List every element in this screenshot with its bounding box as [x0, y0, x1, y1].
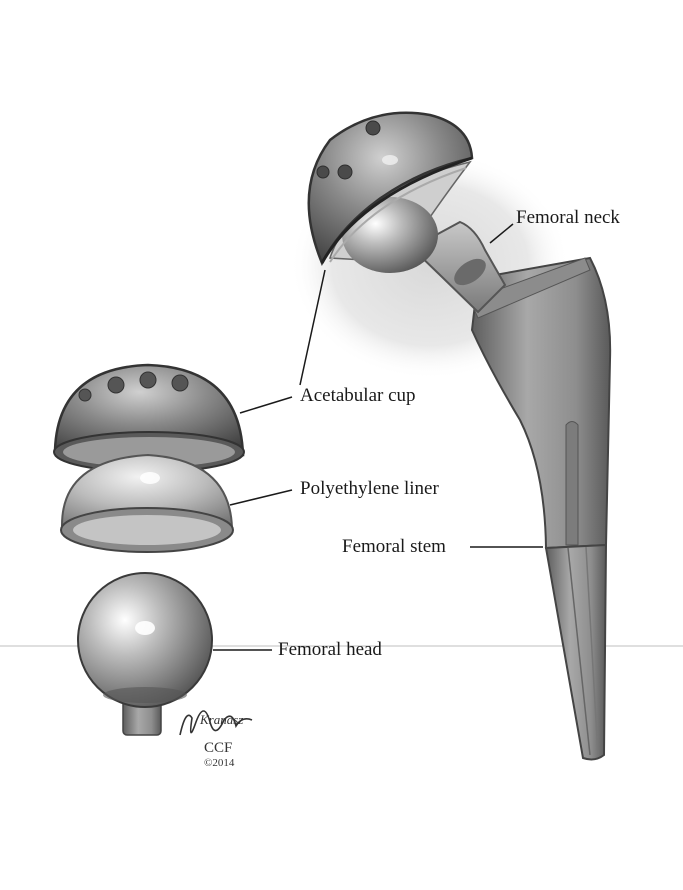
credit-copyright: ©2014 [204, 757, 234, 769]
credit-org: CCF [204, 740, 232, 757]
exploded-femoral-head [78, 573, 212, 735]
label-femoral-neck: Femoral neck [516, 207, 620, 229]
exploded-polyethylene-liner [61, 455, 233, 552]
label-polyethylene-liner: Polyethylene liner [300, 478, 439, 500]
label-femoral-head: Femoral head [278, 639, 382, 661]
credit-signature: Kranasz [200, 712, 243, 728]
label-acetabular-cup: Acetabular cup [300, 385, 416, 407]
label-femoral-stem: Femoral stem [342, 536, 446, 558]
